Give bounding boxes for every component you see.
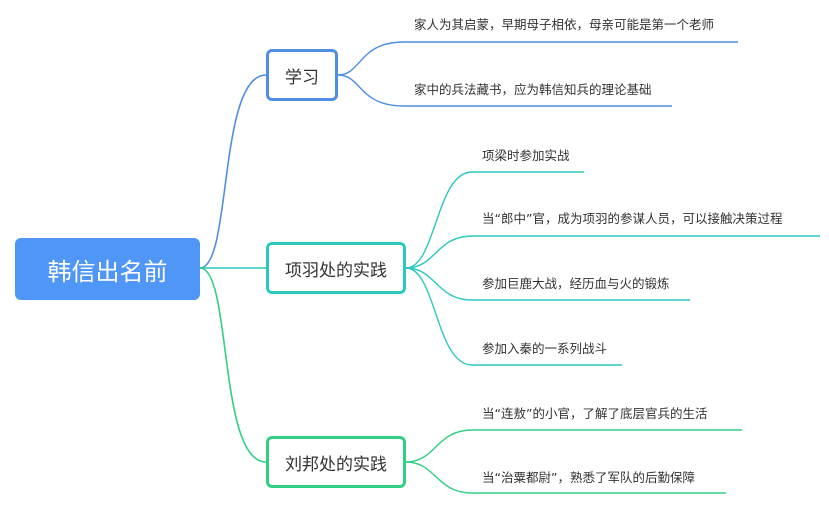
leaf-node-xiangyu-1[interactable]: 当“郎中”官，成为项羽的参谋人员，可以接触决策过程 [482,211,783,226]
connector-root-to-liubang [199,267,267,463]
branch-node-label: 项羽处的实践 [285,260,387,281]
leaf-node-xiangyu-3[interactable]: 参加入秦的一系列战斗 [482,341,608,356]
leaf-node-xiangyu-2[interactable]: 参加巨鹿大战，经历血与火的锻炼 [482,276,670,291]
leaf-node-xiangyu-0[interactable]: 项梁时参加实战 [482,148,570,163]
connector-root-to-study [199,74,267,269]
branch-node-xiangyu-practice[interactable]: 项羽处的实践 [266,242,406,294]
connector-liubang-leaf-0 [405,429,742,463]
leaf-node-study-1[interactable]: 家中的兵法藏书，应为韩信知兵的理论基础 [414,82,652,97]
root-node-label: 韩信出名前 [47,257,168,286]
connector-xiangyu-leaf-3 [405,267,622,366]
leaf-node-liubang-1[interactable]: 当“治粟都尉”，熟悉了军队的后勤保障 [482,470,695,485]
connector-xiangyu-leaf-0 [405,171,584,269]
connector-study-leaf-0 [337,41,738,76]
connector-liubang-leaf-1 [405,461,726,494]
connector-xiangyu-leaf-1 [405,235,820,269]
branch-node-study[interactable]: 学习 [266,49,338,101]
leaf-node-study-0[interactable]: 家人为其启蒙，早期母子相依，母亲可能是第一个老师 [414,17,715,32]
connector-study-leaf-1 [337,74,672,107]
connector-xiangyu-leaf-2 [405,267,690,301]
branch-node-label: 刘邦处的实践 [285,454,387,475]
leaf-node-liubang-0[interactable]: 当“连敖”的小官，了解了底层官兵的生活 [482,406,708,421]
branch-node-label: 学习 [285,67,319,88]
branch-node-liubang-practice[interactable]: 刘邦处的实践 [266,436,406,488]
root-node[interactable]: 韩信出名前 [15,238,200,300]
